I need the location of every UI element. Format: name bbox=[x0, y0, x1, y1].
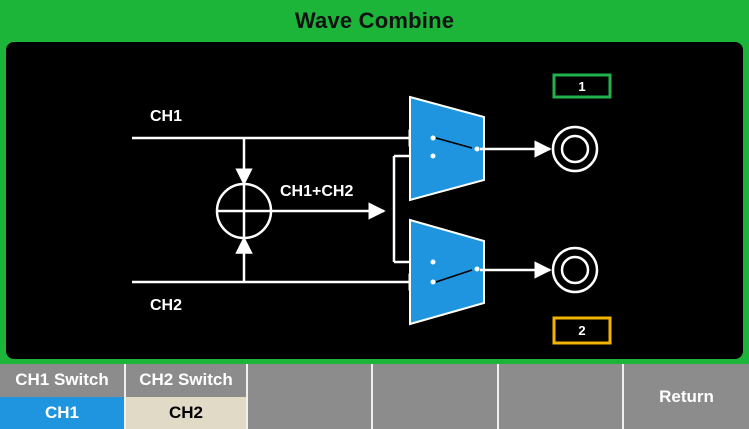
output1-badge: 1 bbox=[578, 79, 585, 94]
page-title: Wave Combine bbox=[294, 8, 455, 33]
ch2-input-label: CH2 bbox=[150, 297, 182, 314]
ch1-switch-softkey[interactable]: CH1 Switch CH1 bbox=[0, 364, 124, 429]
ch2-switch-value: CH2 bbox=[126, 397, 246, 429]
return-button-label: Return bbox=[659, 386, 714, 406]
wave-combine-diagram: CH1 CH2 CH1+CH2 bbox=[6, 42, 743, 359]
output2-badge: 2 bbox=[578, 323, 585, 338]
output2-badge-box bbox=[552, 316, 612, 345]
ch1-switch-value: CH1 bbox=[0, 397, 124, 429]
adder-icon bbox=[215, 182, 273, 240]
softkey-divider bbox=[124, 364, 126, 429]
output1-connector-icon bbox=[551, 125, 599, 173]
switch2-icon bbox=[409, 218, 485, 326]
ch1-switch-label: CH1 Switch bbox=[15, 370, 109, 389]
output1-badge-box bbox=[552, 73, 612, 99]
softkey-divider bbox=[246, 364, 248, 429]
ch1-input-label: CH1 bbox=[150, 108, 182, 125]
softkey-5-empty[interactable] bbox=[499, 364, 622, 429]
softkey-3-empty[interactable] bbox=[248, 364, 371, 429]
softkey-bar: CH1 Switch CH1 CH2 Switch CH2 Return bbox=[0, 364, 749, 429]
switch1-icon bbox=[409, 95, 485, 202]
softkey-divider bbox=[622, 364, 624, 429]
output2-connector-icon bbox=[551, 246, 599, 294]
sum-label: CH1+CH2 bbox=[280, 183, 353, 200]
softkey-4-empty[interactable] bbox=[373, 364, 497, 429]
ch2-switch-label: CH2 Switch bbox=[139, 370, 233, 389]
return-button[interactable]: Return bbox=[624, 364, 749, 429]
softkey-divider bbox=[371, 364, 373, 429]
routing-diagram-svg: CH1 CH2 CH1+CH2 bbox=[132, 73, 612, 345]
ch2-switch-softkey[interactable]: CH2 Switch CH2 bbox=[126, 364, 246, 429]
softkey-divider bbox=[497, 364, 499, 429]
title-bar: Wave Combine bbox=[0, 0, 749, 42]
